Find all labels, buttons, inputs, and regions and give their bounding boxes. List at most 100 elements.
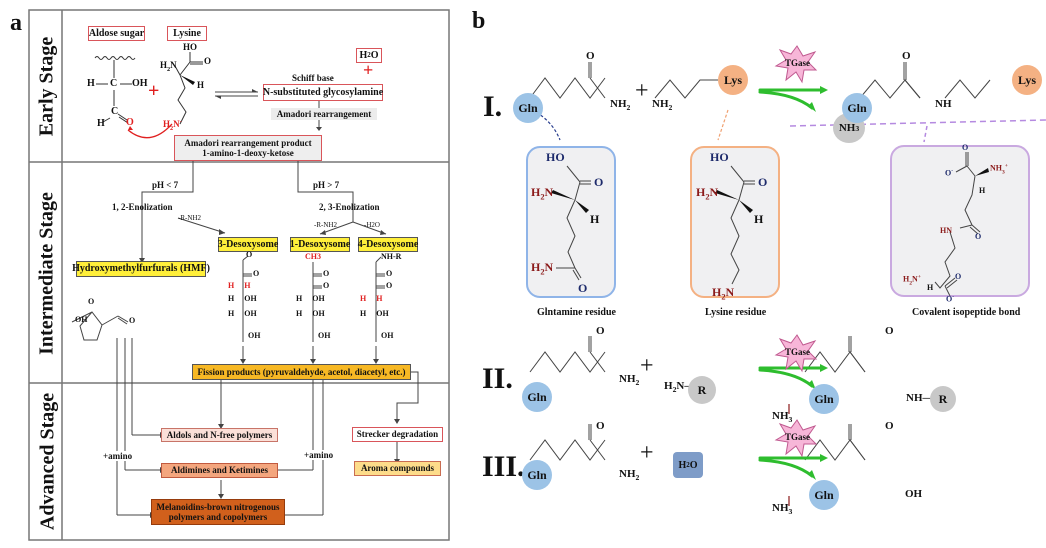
lys-res-terminal-h2n: H2N: [712, 285, 735, 302]
gln-res-o2: O: [578, 281, 588, 295]
aldehyde-c: C: [111, 106, 119, 117]
lysine-terminal-amine: H2N-: [163, 118, 182, 132]
minus-h2o-label: -H2O: [364, 221, 380, 229]
nh2-r2: NH2: [619, 373, 640, 388]
reaction-numeral-2: II.: [482, 362, 513, 395]
desox1-ch3: CH3: [305, 252, 321, 261]
oh-p3: OH: [905, 488, 923, 500]
desox1-oh: OH: [318, 331, 331, 340]
lys-res-h2n: H2N: [696, 185, 719, 202]
iso-o-bottom: O: [955, 272, 962, 281]
lysine-residue-caption: Lysine residue: [705, 307, 767, 318]
lys-circle-r1: Lys: [718, 65, 748, 95]
enolization-12-label: 1, 2-Enolization: [112, 202, 173, 212]
plus-r2: +: [640, 353, 654, 379]
melanoidins-line1: Melanoidins-brown nitrogenous: [156, 501, 280, 512]
nh2-r3: NH2: [619, 468, 640, 483]
fission-products-box: Fission products (pyruvaldehyde, acetol,…: [192, 364, 411, 380]
desox1-hoh-1: H OH: [296, 294, 325, 303]
amadori-product-line2: 1-amino-1-deoxy-ketose: [202, 148, 294, 158]
gln-circle-p2: Gln: [809, 384, 839, 414]
residue-structures: [551, 152, 989, 297]
r-group-circle-r2: R: [688, 376, 716, 404]
iso-o-minus-bottom: O-: [946, 294, 955, 304]
gln-circle-p3: Gln: [809, 480, 839, 510]
ammonia-r2: NH3: [772, 410, 793, 425]
amino-label-left: +amino: [103, 451, 133, 461]
reaction-numeral-1: I.: [483, 90, 503, 123]
enolization-23-label: 2, 3-Enolization: [319, 202, 380, 212]
tgase-label-2: TGase: [785, 347, 811, 357]
gln-res-amide-h2n: H2N: [531, 260, 554, 277]
minus-rnh2-label-b: -R-NH2: [314, 221, 337, 229]
panel-b-drawing: [529, 45, 1046, 506]
plus-sign-water: +: [363, 60, 374, 80]
ph-low-label: pH < 7: [152, 180, 179, 190]
lysine-h2n: H2N: [160, 60, 177, 73]
plus-sign-reactants: +: [148, 80, 160, 102]
oxygen-r3: O: [596, 420, 605, 432]
alpha-h: H: [87, 78, 95, 89]
plus-r3: +: [640, 440, 654, 466]
aldehyde-o: O: [126, 117, 134, 128]
isopeptide-caption: Covalent isopeptide bond: [912, 307, 1021, 318]
r-group-circle-p2: R: [930, 386, 956, 412]
desoxysome-4-box: 4-Desoxysome: [358, 237, 418, 252]
gln-res-ho: HO: [546, 150, 565, 164]
panel-b-letter: b: [472, 8, 486, 34]
melanoidins-line2: polymers and copolymers: [168, 512, 268, 522]
desox1-o1: O: [323, 269, 330, 278]
iso-h2n-plus: H2N+: [903, 274, 921, 287]
gln-circle-r1: Gln: [513, 93, 543, 123]
nh2-r1-gln: NH2: [610, 98, 631, 113]
iso-o-top: O: [962, 143, 969, 152]
desox4-hoh: H OH: [360, 309, 389, 318]
hydroxyl-oh: OH: [132, 78, 148, 89]
plus-r1: +: [635, 78, 649, 104]
hmf-aldehyde-o: O: [129, 316, 136, 325]
nh-p1: NH: [935, 98, 952, 110]
iso-o-amide: O: [975, 232, 982, 241]
amadori-rearrangement-label: Amadori rearrangement: [271, 108, 377, 120]
nh-p2: NH—: [906, 392, 934, 404]
iso-o-minus-top: O-: [945, 168, 954, 178]
desoxysome-1-box: 1-Desoxysome: [290, 237, 350, 252]
gln-res-h2n: H2N: [531, 185, 554, 202]
glutamine-residue-caption: Glntamine residue: [537, 307, 616, 318]
oxygen-p1: O: [902, 50, 911, 62]
lys-res-h: H: [754, 212, 764, 226]
ph-high-label: pH > 7: [313, 180, 340, 190]
iso-hn: HN: [940, 226, 952, 235]
desox3-h-h: H H: [228, 281, 251, 290]
hmf-box: Hydroxymethylfurfurals (HMF): [72, 261, 210, 277]
glycosylamine-box: N-substituted glycosylamine: [263, 84, 383, 101]
gln-res-h: H: [590, 212, 600, 226]
lysine-o: O: [204, 56, 212, 66]
lysine-label: Lysine: [167, 26, 207, 41]
desox3-o-top: O: [246, 250, 253, 259]
iso-h-bottom: H: [927, 283, 934, 292]
gln-circle-r2: Gln: [522, 382, 552, 412]
oxygen-p2: O: [885, 325, 894, 337]
desox4-nhr: NH-R: [381, 252, 402, 261]
iso-h-top: H: [979, 186, 986, 195]
aldose-lysine-structures: [94, 52, 322, 162]
tgase-label-1: TGase: [785, 58, 811, 68]
desox4-h-h: H H: [360, 294, 383, 303]
aldimines-box: Aldimines and Ketimines: [161, 463, 278, 478]
oxygen-p3: O: [885, 420, 894, 432]
carbon-c: C: [110, 78, 118, 89]
gln-circle-r3: Gln: [522, 460, 552, 490]
schiff-base-label: Schiff base: [292, 73, 334, 83]
aldols-box: Aldols and N-free polymers: [161, 428, 278, 442]
aroma-box: Aroma compounds: [354, 461, 441, 476]
oxygen-r2: O: [596, 325, 605, 337]
tgase-label-3: TGase: [785, 432, 811, 442]
panel-a-letter: a: [10, 10, 22, 36]
oxygen-r1: O: [586, 50, 595, 62]
hmf-oh: OH: [75, 315, 88, 324]
desox1-hoh-2: H OH: [296, 309, 325, 318]
lys-res-ho: HO: [710, 150, 729, 164]
desox3-hoh-1: H OH: [228, 294, 257, 303]
